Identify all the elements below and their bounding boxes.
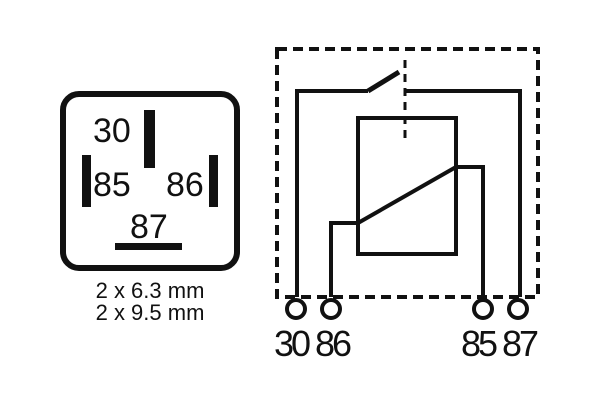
pin-86-blade — [209, 155, 218, 207]
terminal-85 — [472, 298, 494, 320]
coil-box — [356, 116, 458, 256]
pin-87-blade — [115, 243, 182, 250]
pin-label-85: 85 — [93, 166, 131, 204]
pin-label-86: 86 — [166, 166, 204, 204]
terminal-label-86: 86 — [315, 323, 351, 364]
dimension-line-2: 2 x 9.5 mm — [96, 300, 205, 325]
terminal-label-87: 87 — [502, 323, 538, 364]
terminal-label-30: 30 — [274, 323, 310, 364]
switch-lever — [366, 69, 401, 94]
relay-outline — [60, 91, 240, 271]
wire-86 — [329, 221, 358, 297]
pin-label-87: 87 — [130, 208, 168, 246]
pin-label-30: 30 — [93, 112, 131, 150]
coil-diagonal — [357, 165, 457, 225]
pin-30-blade — [144, 110, 155, 168]
terminal-87 — [507, 298, 529, 320]
terminal-86 — [320, 298, 342, 320]
terminal-labels: 30 86 85 87 — [274, 323, 541, 364]
wire-30 — [295, 89, 368, 297]
terminal-30 — [285, 298, 307, 320]
relay-schematic — [275, 47, 540, 320]
dimension-line-1: 2 x 6.3 mm — [96, 278, 205, 303]
wire-85 — [456, 165, 485, 297]
pinout-footprint: 30 85 86 87 2 x 6.3 mm 2 x 9.5 mm — [60, 91, 240, 325]
pin-85-blade — [82, 155, 91, 207]
terminal-label-85: 85 — [461, 323, 497, 364]
wire-87 — [406, 89, 522, 297]
housing-dashed-outline — [275, 47, 540, 299]
